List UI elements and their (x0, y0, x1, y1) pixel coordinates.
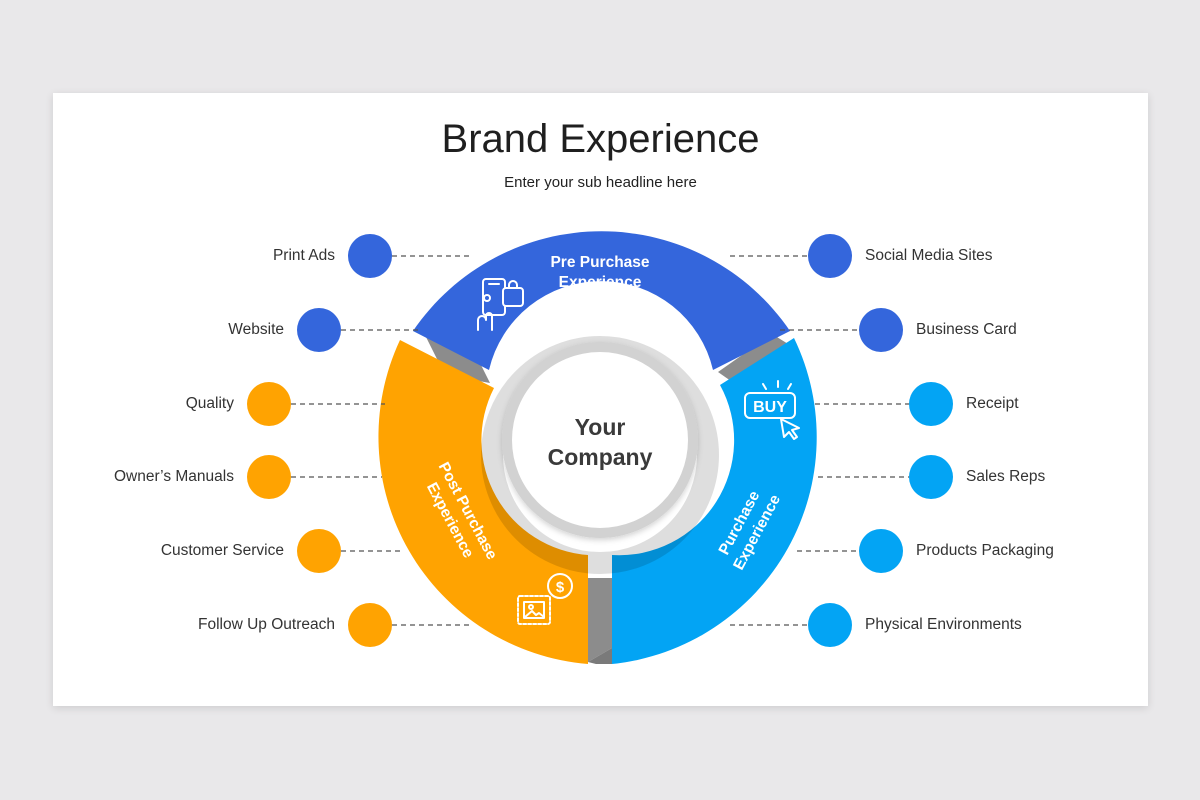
connector-lines (291, 255, 909, 626)
invoice-payment-icon: $ (517, 573, 573, 625)
segment-pre-purchase[interactable] (413, 231, 790, 370)
dot-left-4[interactable] (247, 455, 291, 499)
segment-purchase[interactable] (612, 338, 817, 664)
dot-left-6[interactable] (348, 603, 392, 647)
dot-left-1[interactable] (348, 234, 392, 278)
label-right-6: Physical Environments (865, 616, 1022, 633)
label-right-3: Receipt (966, 395, 1019, 412)
dot-right-4[interactable] (909, 455, 953, 499)
label-left-6: Follow Up Outreach (198, 616, 335, 633)
svg-text:$: $ (556, 579, 565, 596)
mobile-shopping-icon (477, 278, 524, 331)
label-right-2: Business Card (916, 321, 1017, 338)
dot-left-5[interactable] (297, 529, 341, 573)
dot-right-3[interactable] (909, 382, 953, 426)
page-title: Brand Experience (441, 117, 760, 161)
dot-right-2[interactable] (859, 308, 903, 352)
center-title-line1: Your (575, 414, 626, 440)
svg-text:BUY: BUY (753, 399, 787, 416)
dot-right-6[interactable] (808, 603, 852, 647)
label-right-4: Sales Reps (966, 468, 1046, 485)
pre-purchase-label-line2: Experience (559, 274, 642, 291)
label-left-4: Owner’s Manuals (113, 468, 234, 485)
page-subtitle: Enter your sub headline here (504, 174, 697, 191)
label-left-3: Quality (185, 395, 234, 412)
center-circle (512, 352, 688, 528)
dot-right-5[interactable] (859, 529, 903, 573)
buy-button-icon: BUY (744, 380, 800, 440)
center-title-line2: Company (548, 444, 653, 470)
label-right-5: Products Packaging (916, 542, 1054, 559)
ring-3d-edges (425, 334, 793, 664)
dot-right-1[interactable] (808, 234, 852, 278)
dot-left-2[interactable] (297, 308, 341, 352)
label-left-1: Print Ads (272, 247, 335, 264)
segment-post-purchase[interactable] (378, 340, 588, 664)
dot-left-3[interactable] (247, 382, 291, 426)
item-dots (247, 234, 953, 647)
label-right-1: Social Media Sites (865, 247, 993, 264)
pre-purchase-label-line1: Pre Purchase (550, 254, 649, 271)
label-left-5: Customer Service (160, 542, 284, 559)
label-left-2: Website (228, 321, 284, 338)
